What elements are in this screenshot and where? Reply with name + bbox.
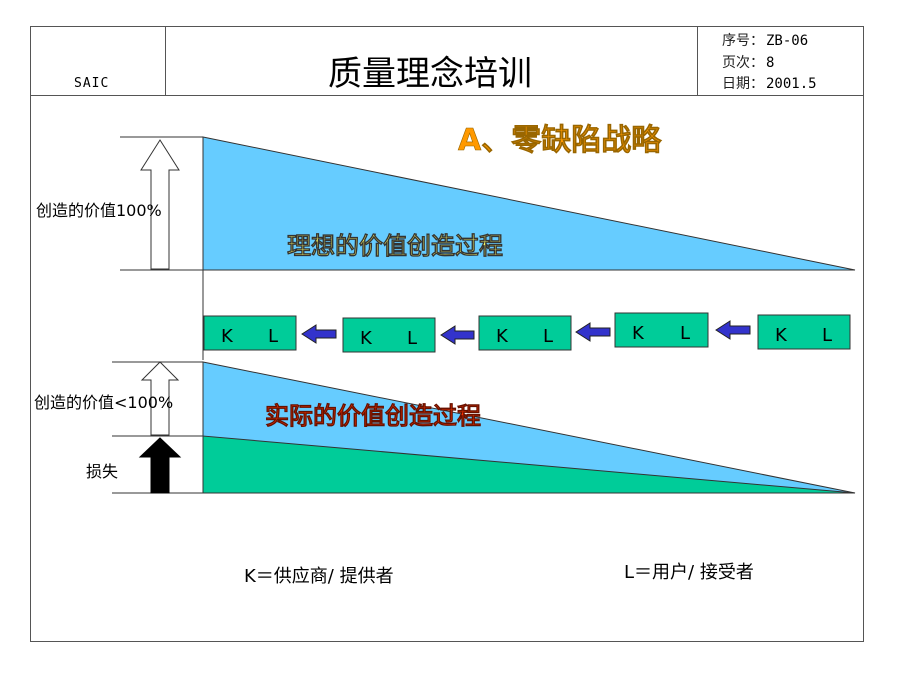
flow-arrow-4-icon xyxy=(715,320,751,340)
serial-value: ZB-06 xyxy=(766,33,809,49)
header-divider xyxy=(30,95,864,96)
kl-box-4 xyxy=(614,312,709,348)
page-row: 页次：8 xyxy=(722,54,774,72)
serial-row: 序号：ZB-06 xyxy=(722,32,808,50)
strategy-heading: A、零缺陷战略 xyxy=(458,123,662,158)
date-row: 日期：2001.5 xyxy=(722,75,817,93)
kl-box-1-l: L xyxy=(268,326,278,347)
kl-box-2-l: L xyxy=(407,328,417,349)
flow-arrow-2-icon xyxy=(440,325,475,345)
kl-box-3 xyxy=(478,315,572,351)
header-divider-right xyxy=(697,26,698,95)
kl-box-1-k: K xyxy=(221,326,234,347)
actual-process-text: 实际的价值创造过程 xyxy=(265,402,481,430)
ideal-value-label: 创造的价值100% xyxy=(36,201,162,220)
actual-value-label: 创造的价值<100% xyxy=(34,393,173,412)
slide-frame xyxy=(30,26,864,642)
page-value: 8 xyxy=(766,55,775,71)
date-value: 2001.5 xyxy=(766,76,817,92)
serial-label: 序号： xyxy=(722,33,764,49)
page-label: 页次： xyxy=(722,55,764,71)
kl-box-3-l: L xyxy=(543,326,553,347)
kl-box-5 xyxy=(757,314,851,350)
loss-arrow-icon xyxy=(138,437,182,494)
loss-label: 损失 xyxy=(86,462,118,481)
kl-box-4-l: L xyxy=(680,323,690,344)
flow-arrow-3-icon xyxy=(575,322,611,342)
kl-box-2 xyxy=(342,317,436,353)
kl-box-5-l: L xyxy=(822,325,832,346)
kl-box-5-k: K xyxy=(775,325,788,346)
legend-k: K＝供应商/ 提供者 xyxy=(244,566,394,587)
kl-chain: K L K L K L K L K L xyxy=(203,312,851,353)
ideal-process-text: 理想的价值创造过程 xyxy=(287,232,503,260)
flow-arrow-1-icon xyxy=(301,324,337,344)
company-name: SAIC xyxy=(74,76,110,91)
kl-box-1 xyxy=(203,315,297,351)
ideal-value-arrow-icon xyxy=(140,139,180,270)
kl-box-2-k: K xyxy=(360,328,373,349)
kl-box-4-k: K xyxy=(632,323,645,344)
kl-box-3-k: K xyxy=(496,326,509,347)
actual-value-arrow-icon xyxy=(140,361,180,436)
date-label: 日期： xyxy=(722,76,764,92)
header-divider-left xyxy=(165,26,166,95)
legend-l: L＝用户/ 接受者 xyxy=(624,562,754,583)
page-title: 质量理念培训 xyxy=(328,54,532,94)
